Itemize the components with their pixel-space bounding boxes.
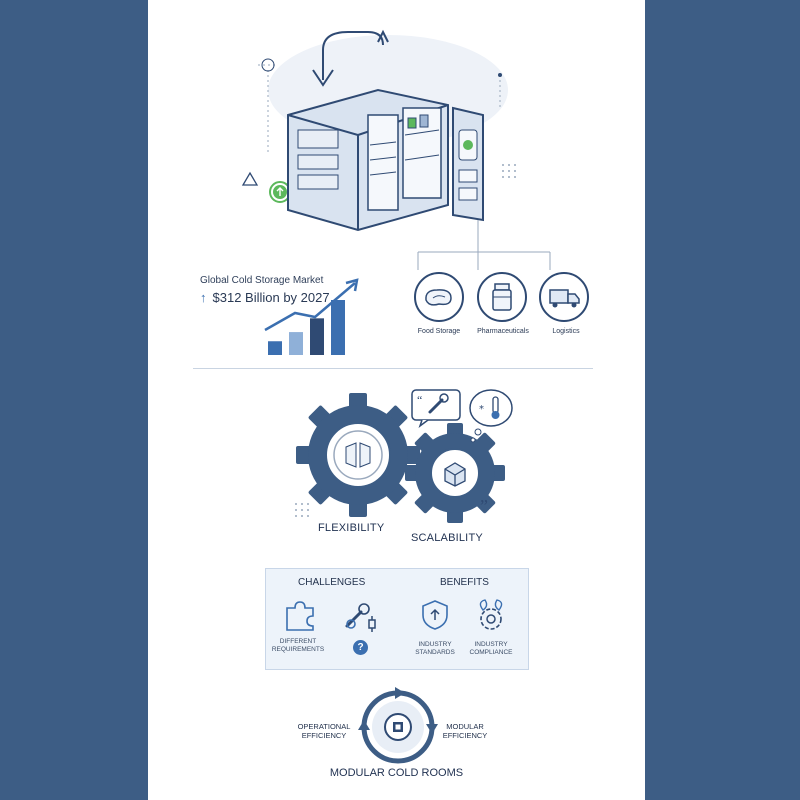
- scalability-label: SCALABILITY: [411, 532, 483, 544]
- challenge-item: DIFFERENT REQUIREMENTS: [271, 638, 325, 653]
- operational-efficiency-label: OPERATIONAL EFFICIENCY: [297, 722, 351, 740]
- category-label-logistics: Logistics: [552, 328, 580, 335]
- dot-grid-decoration: [295, 503, 309, 517]
- svg-text:“: “: [417, 393, 422, 407]
- growth-bar: [310, 318, 324, 355]
- gears-illustration: [296, 393, 505, 523]
- category-food-storage: [403, 270, 473, 340]
- footer-title: MODULAR COLD ROOMS: [329, 767, 464, 779]
- category-logistics: [528, 270, 598, 340]
- quote-mark-icon: ”: [480, 496, 488, 516]
- category-label-food: Food Storage: [417, 328, 461, 335]
- growth-chart: [264, 278, 359, 355]
- growth-bar: [289, 332, 303, 355]
- truck-icon: [539, 272, 589, 322]
- scalability-gear-icon: [405, 423, 505, 523]
- category-label-pharma: Pharmaceuticals: [477, 328, 529, 335]
- question-icon: ?: [353, 640, 368, 655]
- puzzle-icon: [286, 601, 314, 631]
- cold-storage-unit-illustration: [241, 29, 551, 270]
- efficiency-cycle-diagram: [358, 687, 438, 764]
- growth-bar: [331, 300, 345, 355]
- steak-icon: [414, 272, 464, 322]
- infographic-panel: Global Cold Storage Market ↑ $312 Billion…: [148, 0, 645, 800]
- flexibility-label: FLEXIBILITY: [318, 522, 385, 534]
- market-value: ↑ $312 Billion by 2027: [200, 290, 330, 305]
- market-title: Global Cold Storage Market: [200, 275, 324, 286]
- benefit-item-compliance: INDUSTRY COMPLIANCE: [469, 641, 513, 656]
- benefit-item-standards: INDUSTRY STANDARDS: [415, 641, 455, 656]
- modular-efficiency-label: MODULAR EFFICIENCY: [442, 722, 488, 740]
- growth-bar: [268, 341, 282, 355]
- up-arrow-icon: ↑: [200, 290, 207, 305]
- wrench-speech-bubble-icon: “: [411, 389, 461, 429]
- category-pharmaceuticals: [466, 270, 536, 340]
- thermometer-thought-bubble-icon: *: [469, 389, 513, 443]
- market-value-text: $312 Billion by 2027: [212, 290, 330, 305]
- wrench-plug-icon: [345, 603, 376, 632]
- section-divider: [193, 368, 593, 369]
- flexibility-gear-icon: [296, 393, 420, 517]
- shield-icon: [422, 600, 448, 630]
- svg-text:*: *: [479, 404, 484, 415]
- leaf-gear-icon: [479, 599, 503, 630]
- challenges-benefits-panel: [265, 568, 529, 670]
- challenges-heading: CHALLENGES: [298, 577, 366, 588]
- medicine-bottle-icon: [477, 272, 527, 322]
- benefits-heading: BENEFITS: [440, 577, 489, 588]
